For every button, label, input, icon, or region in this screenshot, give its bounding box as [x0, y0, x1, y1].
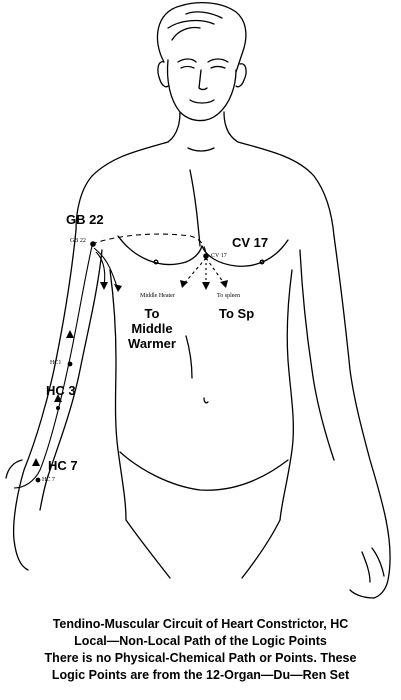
label-middle-heater-small: Middle Heater — [140, 293, 175, 299]
left-arm-outline — [12, 229, 77, 571]
dashed-path-gb22-cv17 — [91, 233, 207, 257]
left-shoulder-outline — [75, 141, 169, 231]
gb22-point — [90, 241, 96, 247]
label-cv17: CV 17 — [232, 235, 269, 250]
torso-right-side — [279, 269, 294, 521]
label-to-middle-line3: Warmer — [128, 336, 176, 351]
path-to-middle-heater — [181, 257, 207, 287]
label-hc7: HC 7 — [48, 458, 78, 473]
right-arm-outline — [333, 235, 387, 521]
label-to-sp: To Sp — [219, 306, 255, 321]
caption-line-2: Local—Non-Local Path of the Logic Points — [74, 634, 327, 648]
label-hc7-small: HC 7 — [42, 477, 55, 483]
hc3-point — [56, 406, 60, 410]
figure-caption: Tendino-Muscular Circuit of Heart Constr… — [0, 616, 401, 684]
label-cv17-small: CV 17 — [211, 253, 227, 259]
arrow-up-upperarm — [66, 330, 74, 338]
hair-outline — [156, 1, 247, 73]
label-hc1-small: HC1 — [50, 360, 62, 366]
arrow-up-forearm — [32, 458, 40, 466]
label-gb22: GB 22 — [66, 212, 104, 227]
hc1-point — [67, 361, 73, 367]
label-to-middle-line1: To — [144, 306, 160, 321]
face-outline — [166, 59, 237, 122]
torso-left-side — [109, 269, 127, 521]
label-to-spleen-small: To spleen — [217, 293, 241, 299]
caption-line-1: Tendino-Muscular Circuit of Heart Constr… — [52, 617, 349, 631]
right-shoulder-outline — [237, 141, 335, 237]
arrow-to-spleen — [220, 280, 228, 288]
hc7-point — [35, 477, 41, 483]
neck-outline — [167, 111, 239, 143]
arrow-to-middle — [114, 284, 122, 292]
label-hc3: HC 3 — [46, 383, 76, 398]
label-gb22-small: GB 22 — [70, 238, 86, 244]
cv17-point — [203, 253, 209, 259]
label-to-middle-line2: Middle — [131, 321, 173, 336]
caption-line-4: Logic Points are from the 12-Organ—Du—Re… — [51, 668, 350, 682]
caption-line-3: There is no Physical-Chemical Path or Po… — [44, 651, 357, 665]
